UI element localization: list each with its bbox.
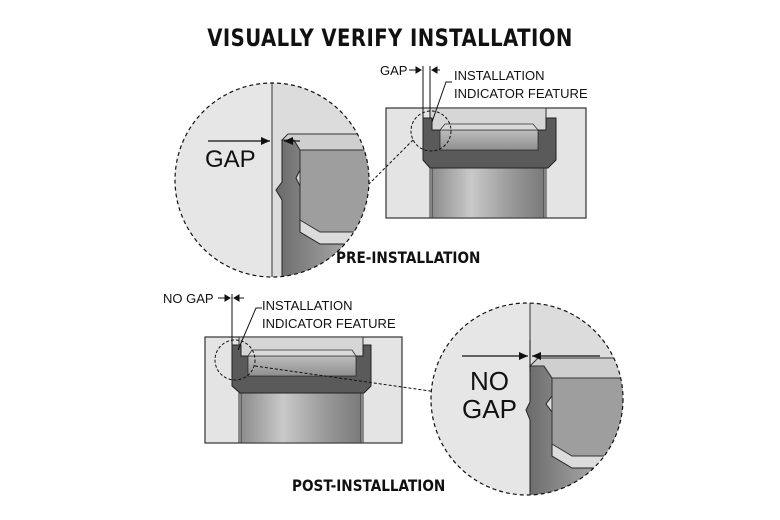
pre-installation-caption: PRE-INSTALLATION: [336, 248, 481, 267]
pre-indicator-label-line1: INSTALLATION: [454, 68, 545, 83]
pre-gap-label: GAP: [380, 63, 408, 78]
post-indicator-label-line2: INDICATOR FEATURE: [262, 316, 396, 331]
post-zoom-view: [430, 302, 624, 496]
pre-indicator-label-line2: INDICATOR FEATURE: [454, 86, 588, 101]
pre-zoom-gap-label: GAP: [205, 146, 256, 173]
page-title: VISUALLY VERIFY INSTALLATION: [207, 24, 573, 52]
pre-gap-dimension: [409, 66, 452, 123]
pre-zoom-leaders: [354, 139, 414, 199]
post-gap-label: NO GAP: [163, 291, 214, 306]
post-installation-block: [204, 336, 403, 444]
pre-installation-block: [385, 107, 587, 219]
post-gap-dimension: [218, 294, 262, 351]
post-indicator-label-line1: INSTALLATION: [262, 298, 353, 313]
post-zoom-leader: [254, 365, 438, 393]
post-zoom-label-line2: GAP: [462, 394, 517, 424]
post-installation-caption: POST-INSTALLATION: [292, 476, 446, 495]
post-zoom-label-line1: NO: [470, 366, 509, 396]
